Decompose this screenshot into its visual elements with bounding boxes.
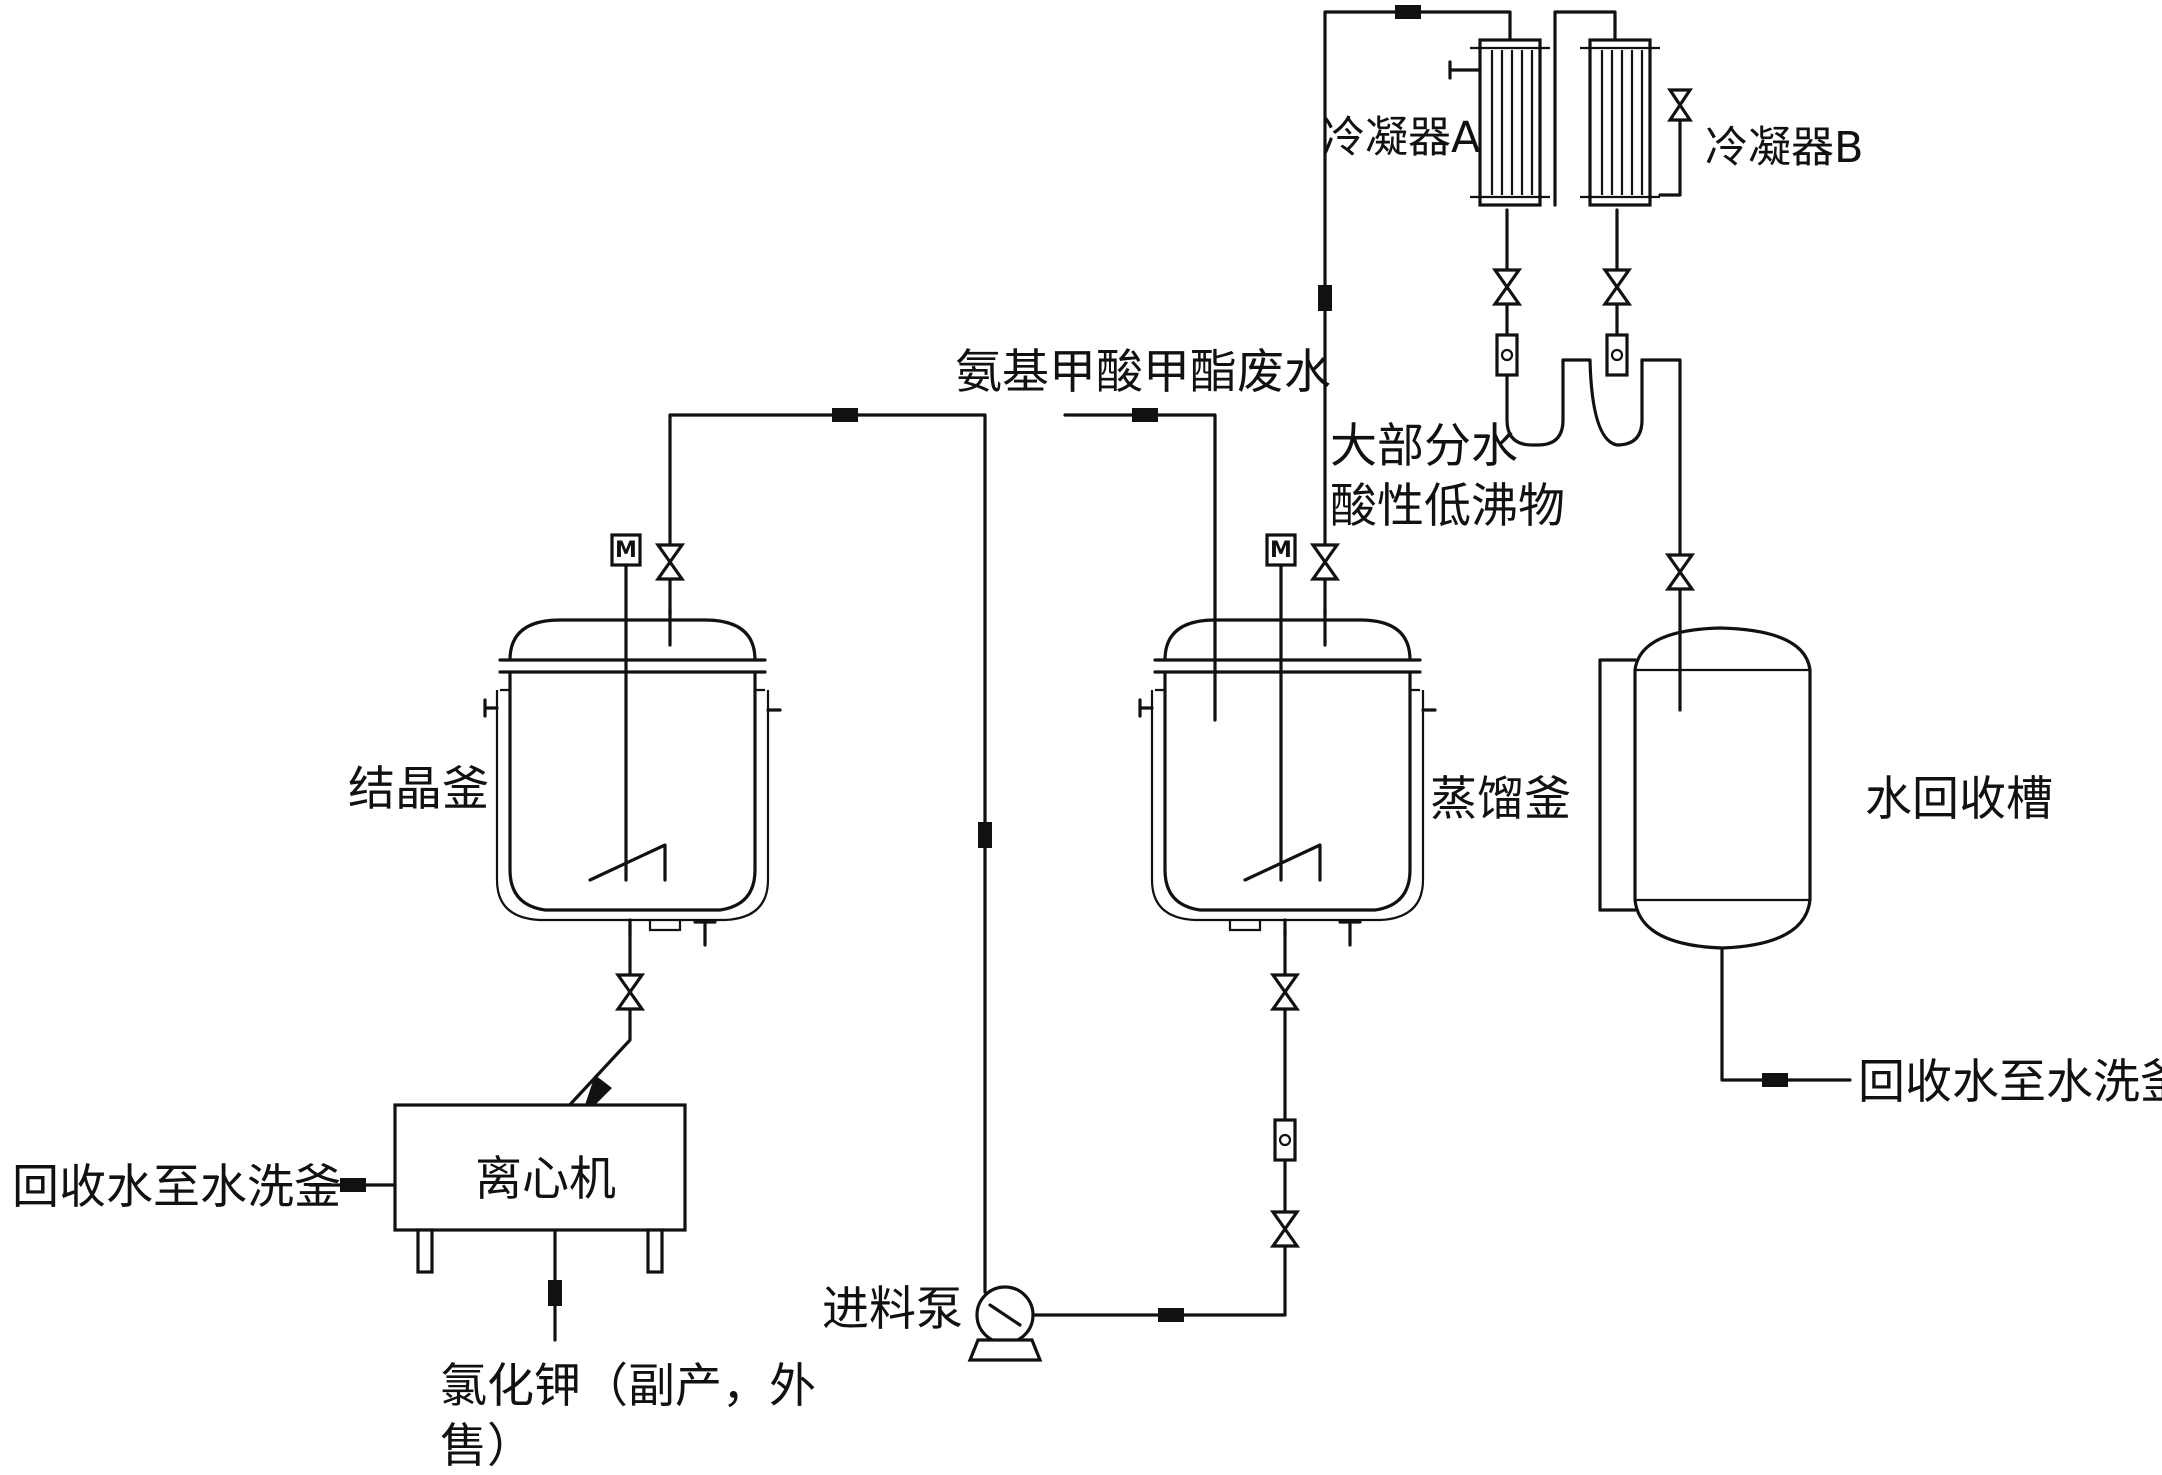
water-recovery-tank bbox=[1598, 626, 1812, 950]
sight-glass bbox=[1495, 333, 1519, 377]
label-vapor-line-2: 酸性低沸物 bbox=[1330, 479, 1565, 534]
label-vapor-line-1: 大部分水 bbox=[1330, 419, 1518, 474]
feed-pump bbox=[967, 1278, 1043, 1362]
condenser-b bbox=[1580, 38, 1660, 207]
pipe-to-water-tank bbox=[1640, 358, 1682, 712]
valve bbox=[1309, 543, 1341, 581]
flow-arrow bbox=[548, 1280, 562, 1306]
sight-glass bbox=[1273, 1118, 1297, 1162]
label-recycle-left: 回收水至水洗釜 bbox=[12, 1160, 341, 1215]
pipe-crystallizer-to-pump bbox=[668, 413, 987, 1282]
labels: 冷凝器A 冷凝器B 氨基甲酸甲酯废水 大部分水 酸性低沸物 结晶釜 蒸馏釜 水回… bbox=[12, 113, 2162, 1474]
flow-arrow bbox=[1395, 5, 1421, 19]
label-centrifuge: 离心机 bbox=[475, 1152, 616, 1207]
label-condenser-b: 冷凝器B bbox=[1705, 123, 1864, 173]
sight-glass bbox=[1605, 333, 1629, 377]
flow-arrow bbox=[1132, 408, 1158, 422]
label-kcl-line1: 氯化钾（副产，外 bbox=[440, 1359, 816, 1414]
label-feed-pump: 进料泵 bbox=[822, 1282, 963, 1337]
flow-arrows bbox=[340, 5, 1788, 1322]
valve bbox=[1491, 268, 1523, 306]
valve bbox=[1601, 268, 1633, 306]
label-still: 蒸馏釜 bbox=[1430, 772, 1571, 827]
flow-arrow bbox=[1318, 285, 1332, 311]
crystallizer-vessel: M bbox=[483, 533, 782, 947]
u-trap-a bbox=[1505, 358, 1644, 447]
label-wastewater-inlet: 氨基甲酸甲酯废水 bbox=[955, 345, 1331, 400]
pipe-crystallizer-bottom bbox=[563, 923, 632, 1112]
condenser-a bbox=[1448, 38, 1550, 207]
motor-label: M bbox=[1270, 538, 1292, 563]
valve bbox=[614, 973, 646, 1011]
flow-arrow bbox=[340, 1178, 366, 1192]
valve bbox=[654, 543, 686, 581]
centrifuge bbox=[393, 1103, 687, 1274]
valve bbox=[1664, 553, 1696, 591]
label-kcl-line2: 售） bbox=[440, 1419, 534, 1474]
pipe-condenser-a-to-b bbox=[1553, 10, 1617, 207]
label-recycle-right: 回收水至水洗釜 bbox=[1858, 1055, 2162, 1110]
valve bbox=[1269, 1210, 1301, 1248]
flow-arrow bbox=[1762, 1073, 1788, 1087]
label-condenser-a: 冷凝器A bbox=[1322, 113, 1481, 163]
flow-arrow bbox=[978, 822, 992, 848]
motor-label: M bbox=[615, 538, 637, 563]
valves bbox=[614, 88, 1696, 1248]
flow-arrow bbox=[1158, 1308, 1184, 1322]
flow-arrow bbox=[832, 408, 858, 422]
pipe-condenser-b-vent bbox=[1658, 93, 1682, 197]
pipe-water-tank-outlet bbox=[1720, 948, 1852, 1082]
sight-glasses bbox=[1273, 333, 1629, 1162]
valve bbox=[1667, 88, 1693, 122]
pipe-pump-to-still bbox=[1028, 928, 1287, 1317]
still-vessel: M bbox=[1138, 533, 1437, 947]
pipe-wastewater-inlet bbox=[1063, 413, 1217, 722]
label-water-tank: 水回收槽 bbox=[1865, 772, 2053, 827]
valve bbox=[1269, 973, 1301, 1011]
label-crystallizer: 结晶釜 bbox=[348, 762, 489, 817]
